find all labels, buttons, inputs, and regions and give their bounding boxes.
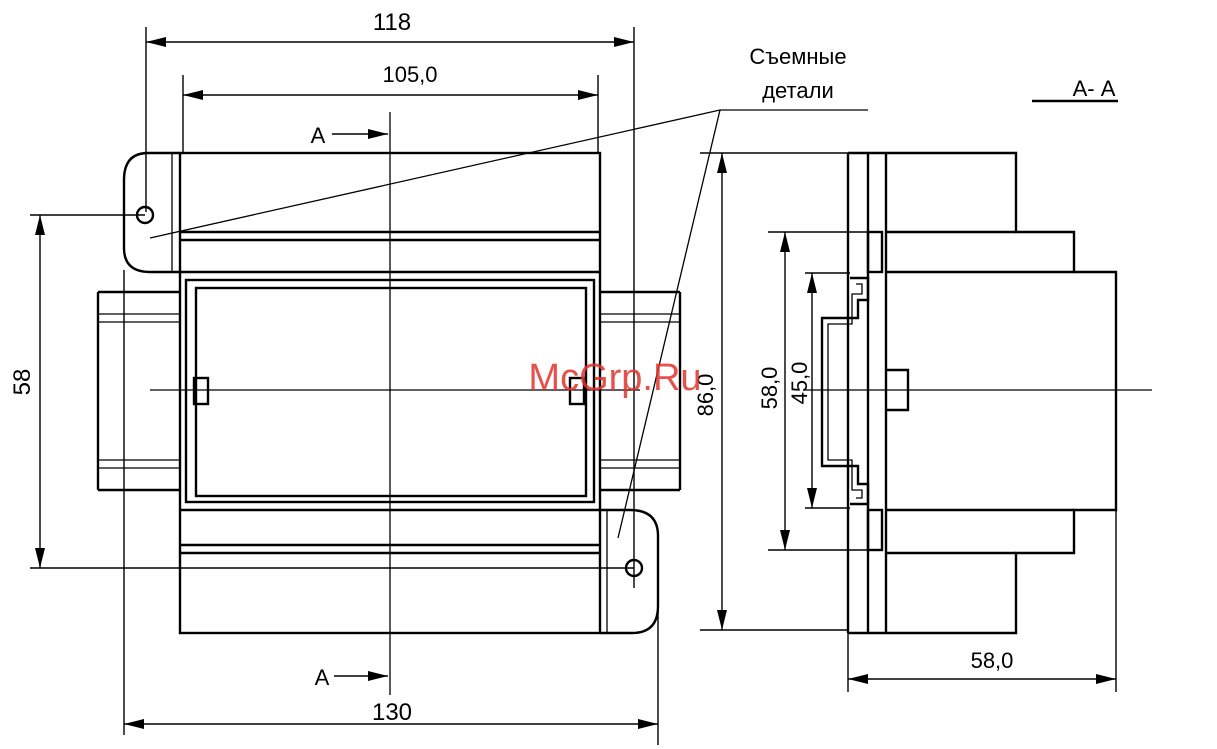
front-dimensions bbox=[30, 27, 868, 745]
dim-105: 105,0 bbox=[382, 62, 437, 87]
front-view bbox=[98, 112, 680, 695]
clip-bottom bbox=[868, 510, 882, 550]
dim-118: 118 bbox=[373, 9, 411, 36]
section-view bbox=[805, 101, 1152, 633]
removable-parts-label-line1: Съемные bbox=[749, 44, 846, 69]
mounting-lug-top-left bbox=[124, 153, 180, 272]
watermark: McGrp.Ru bbox=[528, 357, 701, 399]
dim-58-section: 58,0 bbox=[757, 367, 782, 410]
dim-58-left: 58 bbox=[9, 369, 36, 396]
din-rail-profile bbox=[822, 278, 868, 504]
section-title: А- А bbox=[1073, 76, 1116, 101]
section-mark-a-top: А bbox=[311, 123, 326, 148]
dim-45: 45,0 bbox=[787, 362, 812, 405]
dim-130: 130 bbox=[372, 699, 412, 726]
dim-58-depth: 58,0 bbox=[971, 648, 1014, 673]
removable-parts-label-line2: детали bbox=[762, 78, 834, 103]
mounting-lug-bottom-right bbox=[600, 510, 658, 633]
din-rail-left bbox=[98, 292, 180, 490]
clip-top bbox=[868, 232, 882, 272]
section-mark-a-bottom: А bbox=[315, 665, 330, 690]
section-dimensions bbox=[700, 153, 1116, 692]
